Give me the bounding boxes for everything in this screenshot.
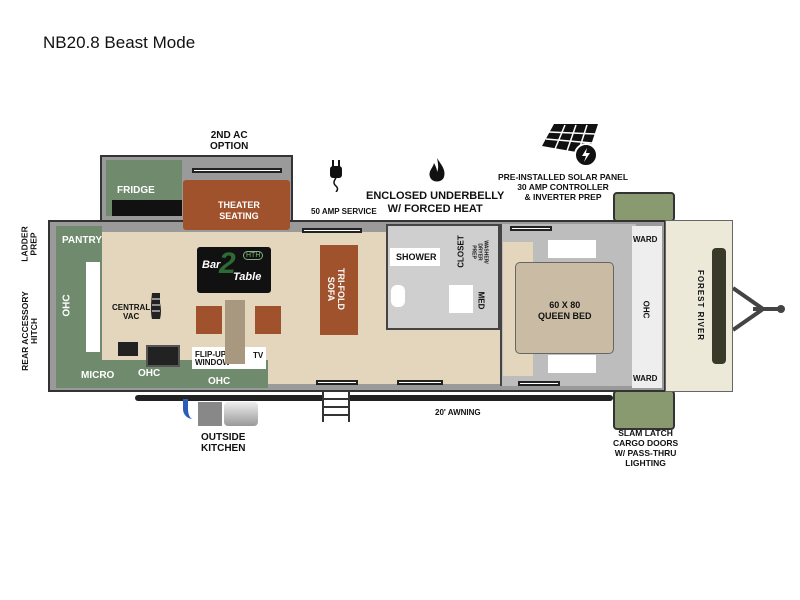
solar-panel-icon bbox=[542, 124, 598, 167]
bar2table-logo: Bar 2 Table HTH bbox=[197, 247, 271, 293]
dinette-table bbox=[225, 300, 245, 364]
hall-floor bbox=[386, 332, 500, 382]
front-cabinets bbox=[632, 226, 662, 388]
tv-label: TV bbox=[253, 351, 264, 360]
outside-kitchen-label: OUTSIDE KITCHEN bbox=[201, 432, 246, 454]
awning-label: 20' AWNING bbox=[435, 408, 481, 417]
flip-up-label: FLIP-UP WINDOW bbox=[195, 350, 231, 367]
ward-top-label: WARD bbox=[633, 235, 658, 244]
bathroom bbox=[386, 224, 500, 330]
med-label: MED bbox=[476, 291, 486, 310]
sink bbox=[449, 285, 473, 313]
fridge-label: FRIDGE bbox=[117, 185, 155, 196]
ward-bottom-label: WARD bbox=[633, 374, 658, 383]
queen-bed bbox=[515, 262, 614, 354]
theater-seating bbox=[183, 180, 290, 230]
window bbox=[397, 380, 443, 385]
pantry-label: PANTRY bbox=[62, 235, 102, 246]
plug-icon bbox=[330, 160, 342, 192]
ohc-side-label: OHC bbox=[208, 376, 231, 387]
logo-num: 2 bbox=[219, 247, 236, 280]
ladder-prep-label: LADDER PREP bbox=[19, 226, 39, 262]
shower bbox=[390, 248, 440, 266]
flame-icon bbox=[429, 158, 445, 182]
window bbox=[302, 228, 362, 233]
cargo-door-top bbox=[613, 192, 675, 222]
central-vac-label: CENTRAL VAC bbox=[112, 303, 151, 321]
brand-label: FOREST RIVER bbox=[696, 269, 706, 342]
counter-top bbox=[86, 262, 100, 352]
window bbox=[510, 226, 552, 231]
rear-hitch-label: REAR ACCESSORY HITCH bbox=[19, 291, 39, 371]
hose bbox=[183, 399, 202, 419]
window bbox=[518, 381, 560, 386]
power-service-label: 50 AMP SERVICE bbox=[311, 207, 377, 216]
shower-label: SHOWER bbox=[396, 252, 437, 262]
window bbox=[316, 380, 358, 385]
ohc-rear-label: OHC bbox=[61, 294, 73, 317]
page-title: NB20.8 Beast Mode bbox=[43, 33, 196, 52]
solar-label: PRE-INSTALLED SOLAR PANEL 30 AMP CONTROL… bbox=[498, 172, 629, 202]
cargo-door-bottom bbox=[613, 390, 675, 430]
boot-icon bbox=[151, 293, 161, 319]
toilet bbox=[391, 285, 405, 307]
nightstand bbox=[548, 355, 596, 373]
front-window bbox=[712, 248, 726, 364]
underbelly-label: ENCLOSED UNDERBELLY W/ FORCED HEAT bbox=[366, 190, 505, 215]
ohc-front-label: OHC bbox=[641, 300, 651, 319]
tri-fold-sofa bbox=[320, 245, 358, 335]
washer-dryer-label: WASHER/ DRYER PREP bbox=[470, 240, 489, 264]
cooktop bbox=[118, 342, 138, 356]
hitch-icon bbox=[733, 286, 785, 332]
ohc-kitchen-label: OHC bbox=[138, 368, 161, 379]
micro-label: MICRO bbox=[81, 370, 115, 381]
logo-badge: HTH bbox=[243, 251, 264, 260]
ac-option-label: 2ND AC OPTION bbox=[210, 130, 249, 152]
nightstand bbox=[548, 240, 596, 258]
cargo-doors-label: SLAM LATCH CARGO DOORS W/ PASS-THRU LIGH… bbox=[613, 428, 679, 468]
logo-bar: Bar bbox=[202, 259, 221, 271]
dinette-chair bbox=[196, 306, 222, 334]
sofa-label: TRI-FOLD SOFA bbox=[326, 268, 346, 310]
sink bbox=[146, 345, 180, 367]
bed-label: 60 X 80 QUEEN BED bbox=[538, 300, 592, 321]
closet-label: CLOSET bbox=[456, 235, 466, 268]
outside-fridge bbox=[224, 402, 258, 426]
fridge-base bbox=[112, 200, 182, 216]
outside-grill bbox=[198, 402, 222, 426]
dinette-chair bbox=[255, 306, 281, 334]
logo-table: Table bbox=[233, 271, 262, 283]
theater-label: THEATER SEATING bbox=[218, 200, 260, 221]
entry-steps[interactable] bbox=[322, 392, 350, 422]
slideout-window bbox=[192, 168, 282, 173]
awning bbox=[135, 395, 613, 401]
